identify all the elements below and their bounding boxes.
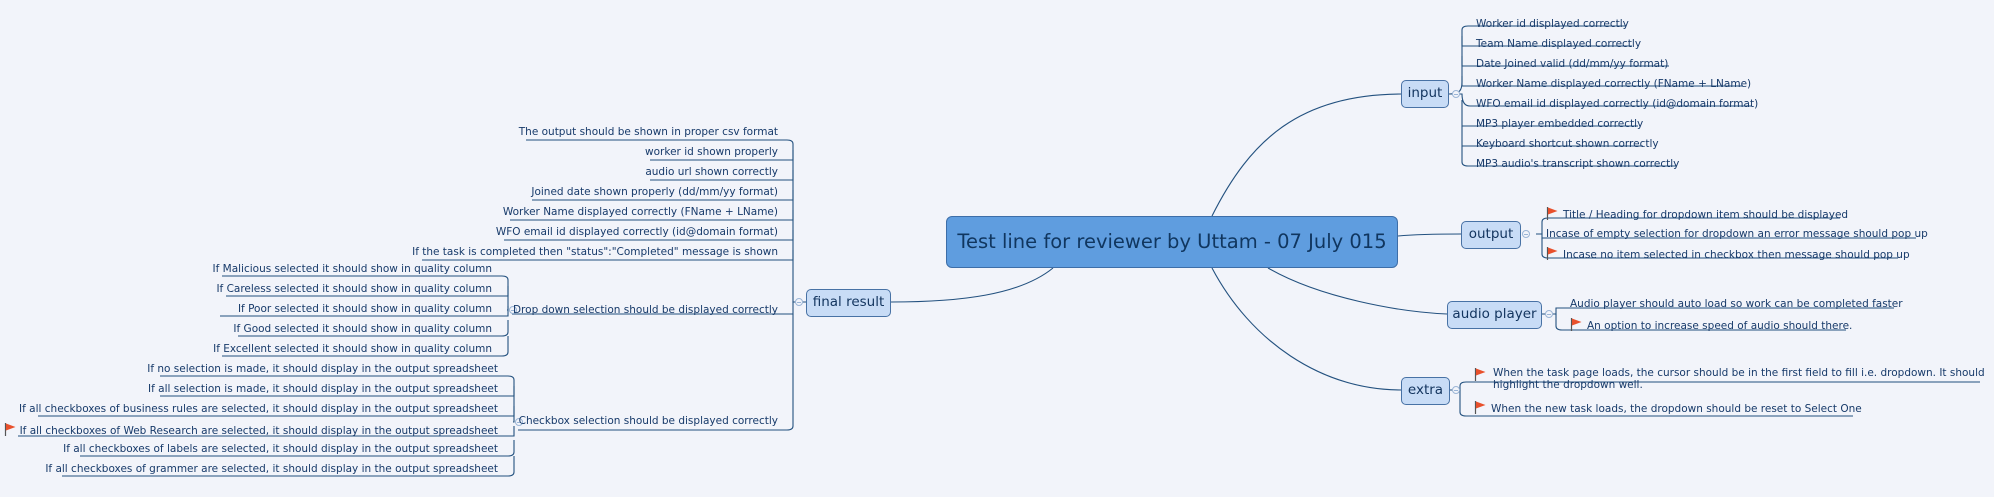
topic-extra[interactable]: extra <box>1401 377 1450 405</box>
output-item-flagged[interactable]: Incase no item selected in checkbox then… <box>1546 247 1910 262</box>
final-result-collapse-toggle[interactable] <box>795 298 803 306</box>
central-topic[interactable]: Test line for reviewer by Uttam - 07 Jul… <box>946 216 1398 268</box>
extra-item-label: When the new task loads, the dropdown sh… <box>1491 403 1862 415</box>
dropdown-sub-item[interactable]: If Excellent selected it should show in … <box>213 343 492 355</box>
output-item[interactable]: Incase of empty selection for dropdown a… <box>1546 228 1928 240</box>
dropdown-sub-item[interactable]: If Careless selected it should show in q… <box>216 283 492 295</box>
topic-output[interactable]: output <box>1461 221 1521 249</box>
extra-collapse-toggle[interactable] <box>1452 386 1460 394</box>
red-flag-icon <box>4 423 16 436</box>
red-flag-icon <box>1570 318 1582 331</box>
output-item-label: Title / Heading for dropdown item should… <box>1563 209 1849 221</box>
extra-item-line: When the task page loads, the cursor sho… <box>1493 367 1985 379</box>
checkbox-sub-item[interactable]: If all checkboxes of grammer are selecte… <box>45 463 498 475</box>
input-collapse-toggle[interactable] <box>1452 90 1460 98</box>
final-result-item[interactable]: worker id shown properly <box>645 146 778 158</box>
final-result-dropdown-item[interactable]: Drop down selection should be displayed … <box>512 304 778 316</box>
final-result-item[interactable]: If the task is completed then "status":"… <box>412 246 778 258</box>
output-collapse-toggle[interactable] <box>1522 230 1530 238</box>
topic-final-result[interactable]: final result <box>806 289 891 317</box>
dropdown-sub-item[interactable]: If Good selected it should show in quali… <box>233 323 492 335</box>
checkbox-sub-item-flagged[interactable]: If all checkboxes of Web Research are se… <box>4 423 498 438</box>
final-result-item[interactable]: WFO email id displayed correctly (id@dom… <box>495 226 778 238</box>
input-item[interactable]: Team Name displayed correctly <box>1476 38 1642 50</box>
input-item[interactable]: MP3 player embedded correctly <box>1476 118 1644 130</box>
input-item[interactable]: Keyboard shortcut shown correctly <box>1476 138 1659 150</box>
checkbox-sub-item[interactable]: If all checkboxes of labels are selected… <box>63 443 498 455</box>
checkbox-sub-item-label: If all checkboxes of Web Research are se… <box>19 425 498 437</box>
final-result-checkbox-item[interactable]: Checkbox selection should be displayed c… <box>518 415 778 427</box>
checkbox-sub-item[interactable]: If all checkboxes of business rules are … <box>19 403 498 415</box>
final-result-item[interactable]: Worker Name displayed correctly (FName +… <box>502 206 778 218</box>
red-flag-icon <box>1546 247 1558 260</box>
audio-player-collapse-toggle[interactable] <box>1545 310 1553 318</box>
output-item-flagged[interactable]: Title / Heading for dropdown item should… <box>1546 207 1848 222</box>
input-item[interactable]: Worker Name displayed correctly (FName +… <box>1476 78 1752 90</box>
dropdown-sub-item[interactable]: If Malicious selected it should show in … <box>212 263 493 275</box>
input-item[interactable]: WFO email id displayed correctly (id@dom… <box>1476 98 1759 110</box>
final-result-item[interactable]: audio url shown correctly <box>645 166 778 178</box>
checkbox-collapse-toggle[interactable] <box>515 418 523 426</box>
extra-item-flagged[interactable]: When the task page loads, the cursor sho… <box>1474 367 1985 391</box>
audio-player-item[interactable]: Audio player should auto load so work ca… <box>1570 298 1903 310</box>
extra-item-line: highlight the dropdown well. <box>1493 379 1643 391</box>
input-item[interactable]: Worker id displayed correctly <box>1476 18 1629 30</box>
checkbox-sub-item[interactable]: If all selection is made, it should disp… <box>148 383 498 395</box>
topic-audio-player[interactable]: audio player <box>1447 301 1542 329</box>
red-flag-icon <box>1474 401 1486 414</box>
final-result-item[interactable]: The output should be shown in proper csv… <box>518 126 778 138</box>
final-result-item[interactable]: Joined date shown properly (dd/mm/yy for… <box>531 186 778 198</box>
output-item-label: Incase no item selected in checkbox then… <box>1563 249 1910 261</box>
topic-input[interactable]: input <box>1401 80 1449 108</box>
audio-player-item-label: An option to increase speed of audio sho… <box>1587 320 1853 332</box>
input-item[interactable]: Date Joined valid (dd/mm/yy format) <box>1476 58 1669 70</box>
red-flag-icon <box>1546 207 1558 220</box>
extra-item-flagged[interactable]: When the new task loads, the dropdown sh… <box>1474 401 1862 416</box>
audio-player-item-flagged[interactable]: An option to increase speed of audio sho… <box>1570 318 1852 333</box>
input-item[interactable]: MP3 audio's transcript shown correctly <box>1476 158 1680 170</box>
checkbox-sub-item[interactable]: If no selection is made, it should displ… <box>147 363 498 375</box>
dropdown-sub-item[interactable]: If Poor selected it should show in quali… <box>237 303 492 315</box>
dropdown-collapse-toggle[interactable] <box>509 306 517 314</box>
red-flag-icon <box>1474 368 1486 381</box>
